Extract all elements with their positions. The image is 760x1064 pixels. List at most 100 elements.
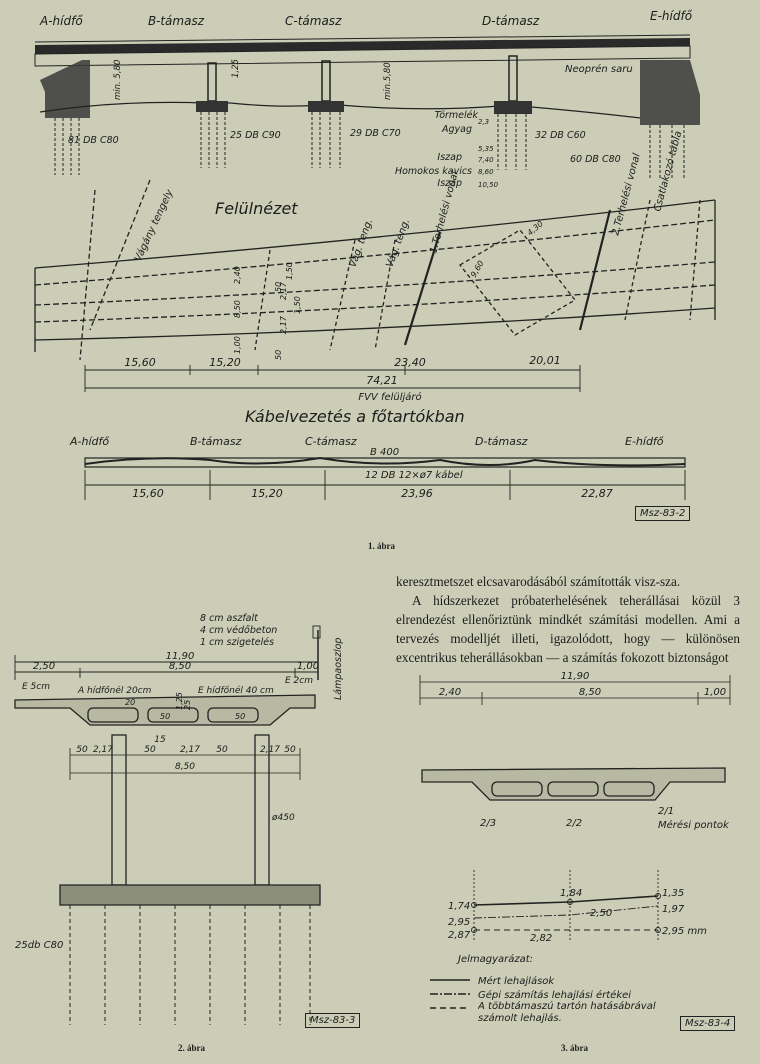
fig1-soil-0: Törmelék — [435, 110, 479, 121]
fig2-bottom-3: 15 — [154, 735, 166, 745]
plan-dim-1: 15,20 — [209, 356, 241, 369]
cable-spec: 12 DB 12×ø7 kábel — [365, 469, 463, 481]
fig3-point-0: 2/3 — [480, 818, 496, 829]
fig2-inner-4: 1,25 — [175, 692, 184, 710]
fig2-w-2: 1,00 — [297, 661, 319, 672]
cable-b: B 400 — [370, 447, 399, 458]
fig2-layer-0: 8 cm aszfalt — [200, 613, 259, 624]
plan-small-6: 1,50 — [293, 296, 302, 314]
cable-dim-2: 23,96 — [401, 487, 433, 500]
cable-support-d: D-támasz — [475, 435, 528, 448]
body-paragraph-1: keresztmetszet elcsavarodásából számítot… — [396, 574, 681, 589]
fig1-soil-4: Iszap — [437, 178, 462, 189]
fig2-w-total: 11,90 — [166, 651, 195, 662]
fig2-diameter: ø450 — [271, 813, 295, 823]
fig2-edge-left: E 5cm — [22, 682, 50, 692]
fig3-code: Msz-83-4 — [680, 1016, 736, 1031]
cable-support-e: E-hídfő — [625, 435, 664, 448]
fig3-point-1: 2/2 — [566, 818, 582, 829]
fig3-val-4: 1,97 — [662, 904, 685, 915]
body-paragraph-2: A hídszerkezet próbaterhelésének teherál… — [396, 593, 740, 665]
abutment-a — [40, 60, 90, 118]
fig1-plan-title: Felülnézet — [215, 199, 298, 218]
fig3-w-total: 11,90 — [561, 671, 590, 682]
fig2-bottom-6: 2,17 — [260, 745, 280, 755]
bridge-deck — [34, 34, 691, 67]
plan-dim-3: 20,01 — [529, 354, 561, 367]
fig1-pile-d: 32 DB C60 — [535, 130, 586, 141]
fig2-e-load: E hídfőnél 40 cm — [198, 685, 274, 696]
fig1-height-b: min. 5,80 — [113, 60, 123, 100]
plan-total: 74,21 — [366, 374, 398, 387]
fig2-layer-1: 4 cm védőbeton — [200, 625, 277, 636]
fig2-w-0: 2,50 — [33, 661, 55, 672]
fig3-w-1: 8,50 — [579, 687, 601, 698]
fig2-layer-2: 1 cm szigetelés — [200, 637, 274, 648]
fig2-inner-2: 20 — [125, 698, 135, 707]
fig3-val-6: 2,87 — [448, 930, 471, 941]
cable-support-b: B-támasz — [190, 435, 242, 448]
fig2-inner-0: 50 — [160, 712, 170, 721]
plan-label-5: Csatlakozó tábla — [651, 130, 684, 213]
body-text: keresztmetszet elcsavarodásából számítot… — [396, 572, 740, 667]
fig1-level-2: 7,40 — [478, 156, 494, 164]
plan-small-3: 8,50 — [233, 300, 242, 318]
fig2-code: Msz-83-3 — [305, 1013, 361, 1028]
fig2-caption: 2. ábra — [178, 1043, 205, 1053]
plan-small-2: 2,40 — [233, 266, 242, 284]
fig3-val-3: 2,50 — [590, 908, 612, 919]
fig2-a-load: A hídfőnél 20cm — [77, 685, 152, 696]
fig2-bottom-1: 2,17 — [93, 745, 113, 755]
fig3-val-8: 2,95 mm — [662, 926, 707, 937]
fig1-level-4: 10,50 — [478, 181, 499, 189]
fig1-support-c: C-támasz — [285, 14, 342, 28]
fig1-neoprene: Neoprén saru — [565, 63, 633, 75]
fig3-cross-section — [421, 767, 726, 801]
fig2-lamp: Lámpaoszlop — [333, 638, 344, 700]
fig1-cable-title: Kábelvezetés a főtartókban — [245, 407, 465, 426]
cable-dim-0: 15,60 — [132, 487, 164, 500]
plan-small-9: 50 — [274, 282, 283, 292]
abutment-e — [640, 60, 700, 125]
plan-dim-0: 15,60 — [124, 356, 156, 369]
fig1-pile-b: 25 DB C90 — [230, 130, 281, 141]
cable-dim-1: 15,20 — [251, 487, 283, 500]
plan-small-5: 1,50 — [285, 262, 294, 280]
fig1-height-c: 1,25 — [231, 59, 241, 78]
fig1-level-0: 2,3 — [478, 118, 489, 126]
fig2-bottom-total: 8,50 — [175, 762, 195, 772]
figure-3-drawing: 11,90 2,40 8,50 1,00 2/3 2/2 2/1 Mérési … — [419, 671, 731, 1024]
fig2-bottom-7: 50 — [284, 745, 296, 755]
fig2-bottom-5: 50 — [216, 745, 228, 755]
plan-small-7: 2,17 — [279, 281, 288, 300]
fig1-pile-a: 81 DB C80 — [68, 135, 119, 146]
fig3-legend-0: Mért lehajlások — [478, 975, 555, 987]
figure-1-drawing: A-hídfő B-támasz C-támasz D-támasz E-híd… — [34, 9, 716, 500]
fig2-inner-1: 50 — [235, 712, 245, 721]
fig1-support-e: E-hídfő — [650, 9, 693, 23]
fig2-bottom-2: 50 — [144, 745, 156, 755]
fig2-e-right: E 2cm — [285, 676, 313, 686]
fig2-cross-section — [14, 694, 316, 726]
fig1-code: Msz-83-2 — [635, 506, 691, 521]
fig2-w-1: 8,50 — [169, 661, 191, 672]
fig1-support-b: B-támasz — [148, 14, 205, 28]
fig2-bottom-0: 50 — [76, 745, 88, 755]
fig3-val-5: 2,95 — [448, 917, 470, 928]
plan-small-4: 1,00 — [233, 336, 242, 354]
cable-dim-3: 22,87 — [581, 487, 613, 500]
fig1-soil-3: Homokos kavics — [395, 166, 472, 177]
fig3-point-2: 2/1 — [658, 806, 674, 817]
fig1-soil-1: Agyag — [441, 124, 472, 135]
fig1-level-3: 8,60 — [478, 168, 494, 176]
fig3-legend-title: Jelmagyarázat: — [456, 953, 533, 965]
plan-small-1: 9,60 — [469, 259, 486, 279]
fig1-height-d: min.5,80 — [383, 62, 393, 100]
fig2-bottom-4: 2,17 — [180, 745, 200, 755]
fig3-w-0: 2,40 — [439, 687, 461, 698]
fig1-level-1: 5,35 — [478, 145, 494, 153]
fig2-piles: 25db C80 — [15, 940, 63, 951]
fig3-points-label: Mérési pontok — [658, 819, 730, 831]
plan-dim-2: 23,40 — [394, 356, 426, 369]
fig1-pile-e: 60 DB C80 — [570, 154, 621, 165]
